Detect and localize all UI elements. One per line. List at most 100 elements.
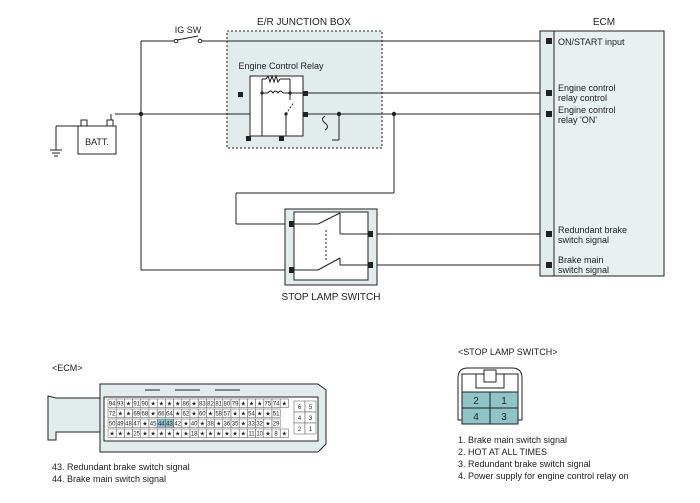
stop-connector-title: <STOP LAMP SWITCH> xyxy=(458,347,558,357)
ecm-pin-label: 69 xyxy=(133,412,140,418)
ecm-pin-label: 72 xyxy=(109,412,116,418)
ecm-pin-label: 44 xyxy=(158,422,165,428)
ecm-connector xyxy=(47,383,327,453)
ecm-pin-label: 82 xyxy=(207,402,214,408)
ecm-signal-relay-on-1: Engine control xyxy=(558,105,616,115)
ig-switch xyxy=(173,35,203,44)
ecm-pin-label: ★ xyxy=(265,431,270,438)
ecm-pin-label: 50 xyxy=(109,422,116,428)
stop-pin-3: 3 xyxy=(501,412,507,423)
ecm-signal-brake-main-1: Brake main xyxy=(558,255,604,265)
ecm-pin-label: 90 xyxy=(142,402,149,408)
ecm-pin-label: ★ xyxy=(142,421,147,428)
ecm-pin-label: 36 xyxy=(224,422,231,428)
ecm-pin-label: 35 xyxy=(232,422,239,428)
stop-pin-4: 4 xyxy=(473,412,479,423)
ecm-pin-label: 38 xyxy=(207,422,214,428)
ecm-pin-label: 47 xyxy=(133,422,140,428)
ecm-pin-label: ★ xyxy=(200,431,205,438)
ecm-pin-label: ★ xyxy=(183,421,188,428)
stop-note-4: 4. Power supply for engine control relay… xyxy=(458,471,629,481)
ecm-pin-label: ★ xyxy=(241,431,246,438)
ecm-pin-label: ★ xyxy=(142,431,147,438)
ecm-pin-cell xyxy=(271,418,281,428)
ecm-pin-label: ★ xyxy=(150,411,155,418)
junction-box-title: E/R JUNCTION BOX xyxy=(257,17,351,28)
ecm-pin-label: ★ xyxy=(191,401,196,408)
ecm-pin-label: ★ xyxy=(232,411,237,418)
ecm-side-pin-cell xyxy=(304,422,317,435)
ecm-pin-label: ★ xyxy=(208,431,213,438)
ecm-pin-label: 43 xyxy=(166,422,173,428)
ecm-signal-on-start: ON/START input xyxy=(558,37,625,47)
ecm-pin-label: ★ xyxy=(200,421,205,428)
ecm-pin-label: ★ xyxy=(109,431,114,438)
ecm-note-44: 44. Brake main switch signal xyxy=(52,474,166,484)
ecm-pin-label: ★ xyxy=(241,411,246,418)
ecm-pin-label: 68 xyxy=(142,412,149,418)
ecm-pin-label: 75 xyxy=(265,402,272,408)
engine-control-relay xyxy=(249,74,328,137)
ecm-pin-label: ★ xyxy=(249,401,254,408)
ecm-pin-label: ★ xyxy=(282,431,287,438)
ecm-pin-label: 51 xyxy=(273,412,280,418)
ecm-pin-label: ★ xyxy=(241,421,246,428)
ecm-pin-label: ★ xyxy=(175,411,180,418)
stop-connector xyxy=(457,367,523,425)
ecm-pin-label: 49 xyxy=(117,422,124,428)
ecm-terminals xyxy=(546,38,552,268)
ecm-pin-label: ★ xyxy=(191,411,196,418)
ecm-pin-label: ★ xyxy=(126,411,131,418)
ecm-pin-label: 62 xyxy=(183,412,190,418)
ecm-pin-label: 66 xyxy=(158,412,165,418)
ecm-pin-label: 57 xyxy=(224,412,231,418)
ecm-pin-label: ★ xyxy=(265,411,270,418)
stop-lamp-switch-label: STOP LAMP SWITCH xyxy=(282,292,381,303)
ecm-pin-label: 42 xyxy=(174,422,181,428)
stop-switch-terminals xyxy=(289,221,373,273)
ecm-pin-label: 94 xyxy=(109,402,116,408)
ecm-signal-relay-on-2: relay 'ON' xyxy=(558,115,597,125)
ecm-pin-label: ★ xyxy=(175,401,180,408)
battery xyxy=(77,119,117,155)
stop-note-1: 1. Brake main switch signal xyxy=(458,435,567,445)
ecm-pin-label: ★ xyxy=(118,411,123,418)
ecm-pin-cell xyxy=(279,398,289,408)
ecm-side-pin-label: 5 xyxy=(309,405,313,411)
ecm-pin-label: ★ xyxy=(167,431,172,438)
ecm-pin-label: ★ xyxy=(150,401,155,408)
ecm-pin-label: ★ xyxy=(208,411,213,418)
ecm-pin-label: 29 xyxy=(273,422,280,428)
ecm-pin-label: 40 xyxy=(191,422,198,428)
ecm-side-pin-label: 6 xyxy=(298,405,302,411)
ecm-signal-relay-control-2: relay control xyxy=(558,93,607,103)
stop-lamp-switch xyxy=(284,208,378,286)
ecm-pin-label: ★ xyxy=(224,431,229,438)
ecm-pin-label: 60 xyxy=(199,412,206,418)
ecm-title: ECM xyxy=(593,17,615,28)
ecm-pin-label: ★ xyxy=(159,431,164,438)
ecm-pin-label: 48 xyxy=(125,422,132,428)
ecm-note-43: 43. Redundant brake switch signal xyxy=(52,462,190,472)
ecm-side-pin-label: 4 xyxy=(298,416,302,422)
ecm-pin-label: ★ xyxy=(257,401,262,408)
relay-pins xyxy=(238,91,308,141)
ecm-side-pin-label: 1 xyxy=(309,427,313,433)
ecm-pin-label: 33 xyxy=(248,422,255,428)
ecm-pin-label: 80 xyxy=(224,402,231,408)
ecm-signal-brake-main-2: switch signal xyxy=(558,265,609,275)
ecm-pin-label: ★ xyxy=(216,431,221,438)
ecm-pin-cell xyxy=(271,408,281,418)
ecm-pin-label: ★ xyxy=(216,421,221,428)
ecm-pin-label: ★ xyxy=(159,401,164,408)
relay-label: Engine Control Relay xyxy=(238,61,324,71)
ecm-pin-label: 45 xyxy=(150,422,157,428)
ecm-pin-label: ★ xyxy=(232,431,237,438)
ecm-pin-label: 81 xyxy=(215,402,222,408)
ecm-pin-label: 74 xyxy=(273,402,280,408)
stop-pin-2: 2 xyxy=(473,396,479,407)
ecm-pin-label: 93 xyxy=(117,402,124,408)
ig-sw-label: IG SW xyxy=(175,25,202,35)
ecm-pin-label: ★ xyxy=(282,401,287,408)
ecm-pin-label: ★ xyxy=(175,431,180,438)
